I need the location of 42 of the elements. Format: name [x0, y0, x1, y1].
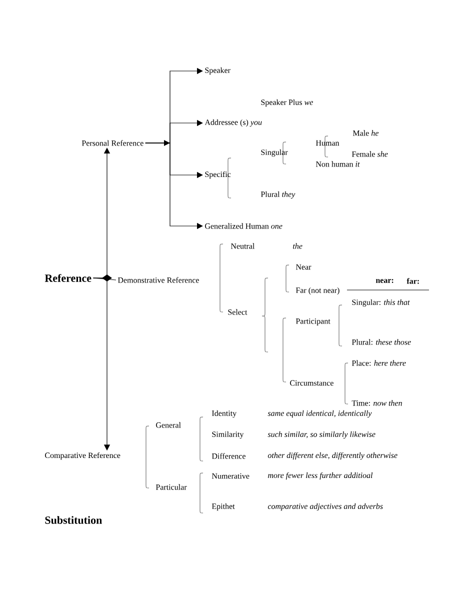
term-label: Place: here there: [352, 360, 406, 366]
term-label: Neutral: [230, 243, 255, 249]
term-label: Time: now then: [352, 400, 402, 406]
term-label: Reference: [44, 274, 92, 282]
term-label: Singular: this that: [352, 299, 410, 307]
arrow: [164, 140, 170, 146]
term-label: Speaker Plus we: [261, 99, 313, 107]
term-label: Generalized Human one: [205, 223, 282, 229]
term-label: Far (not near): [296, 287, 340, 295]
term-label: Identity: [212, 410, 237, 418]
term-label: Particular: [156, 484, 187, 490]
term-label: Personal Reference: [82, 140, 144, 146]
table-header: near:: [376, 279, 394, 283]
term-label: Near: [296, 264, 312, 270]
example-words: more fewer less further additioal: [268, 472, 373, 480]
term-label: Select: [228, 309, 248, 315]
term-label: Plural they: [260, 191, 296, 199]
term-label: Participant: [296, 318, 330, 326]
term-label: Comparative Reference: [45, 452, 120, 460]
table-header: far:: [406, 278, 419, 284]
example-words: the: [293, 243, 302, 249]
example-words: same equal identical, identically: [268, 410, 372, 418]
term-label: Specific: [205, 171, 231, 179]
term-label: Addressee (s) you: [204, 119, 262, 127]
term-label: Male he: [352, 130, 379, 136]
term-label: Plural: these those: [352, 339, 411, 345]
example-words: comparative adjectives and adverbs: [268, 503, 383, 511]
term-label: Human: [316, 140, 340, 146]
term-label: General: [156, 422, 181, 428]
example-words: such similar, so similarly likewise: [268, 431, 376, 439]
heading: Substitution: [45, 516, 102, 524]
term-label: Difference: [212, 453, 246, 459]
term-label: Similarity: [212, 431, 244, 439]
term-label: Circumstance: [290, 380, 334, 386]
term-label: Numerative: [212, 473, 250, 479]
term-label: Female she: [352, 151, 388, 157]
term-label: Singular: [261, 149, 288, 157]
term-label: Non human it: [316, 161, 360, 167]
example-words: other different else, differently otherwise: [268, 452, 398, 460]
term-label: Speaker: [205, 67, 230, 75]
term-label: Demonstrative Reference: [118, 277, 199, 283]
term-label: Epithet: [212, 503, 235, 511]
